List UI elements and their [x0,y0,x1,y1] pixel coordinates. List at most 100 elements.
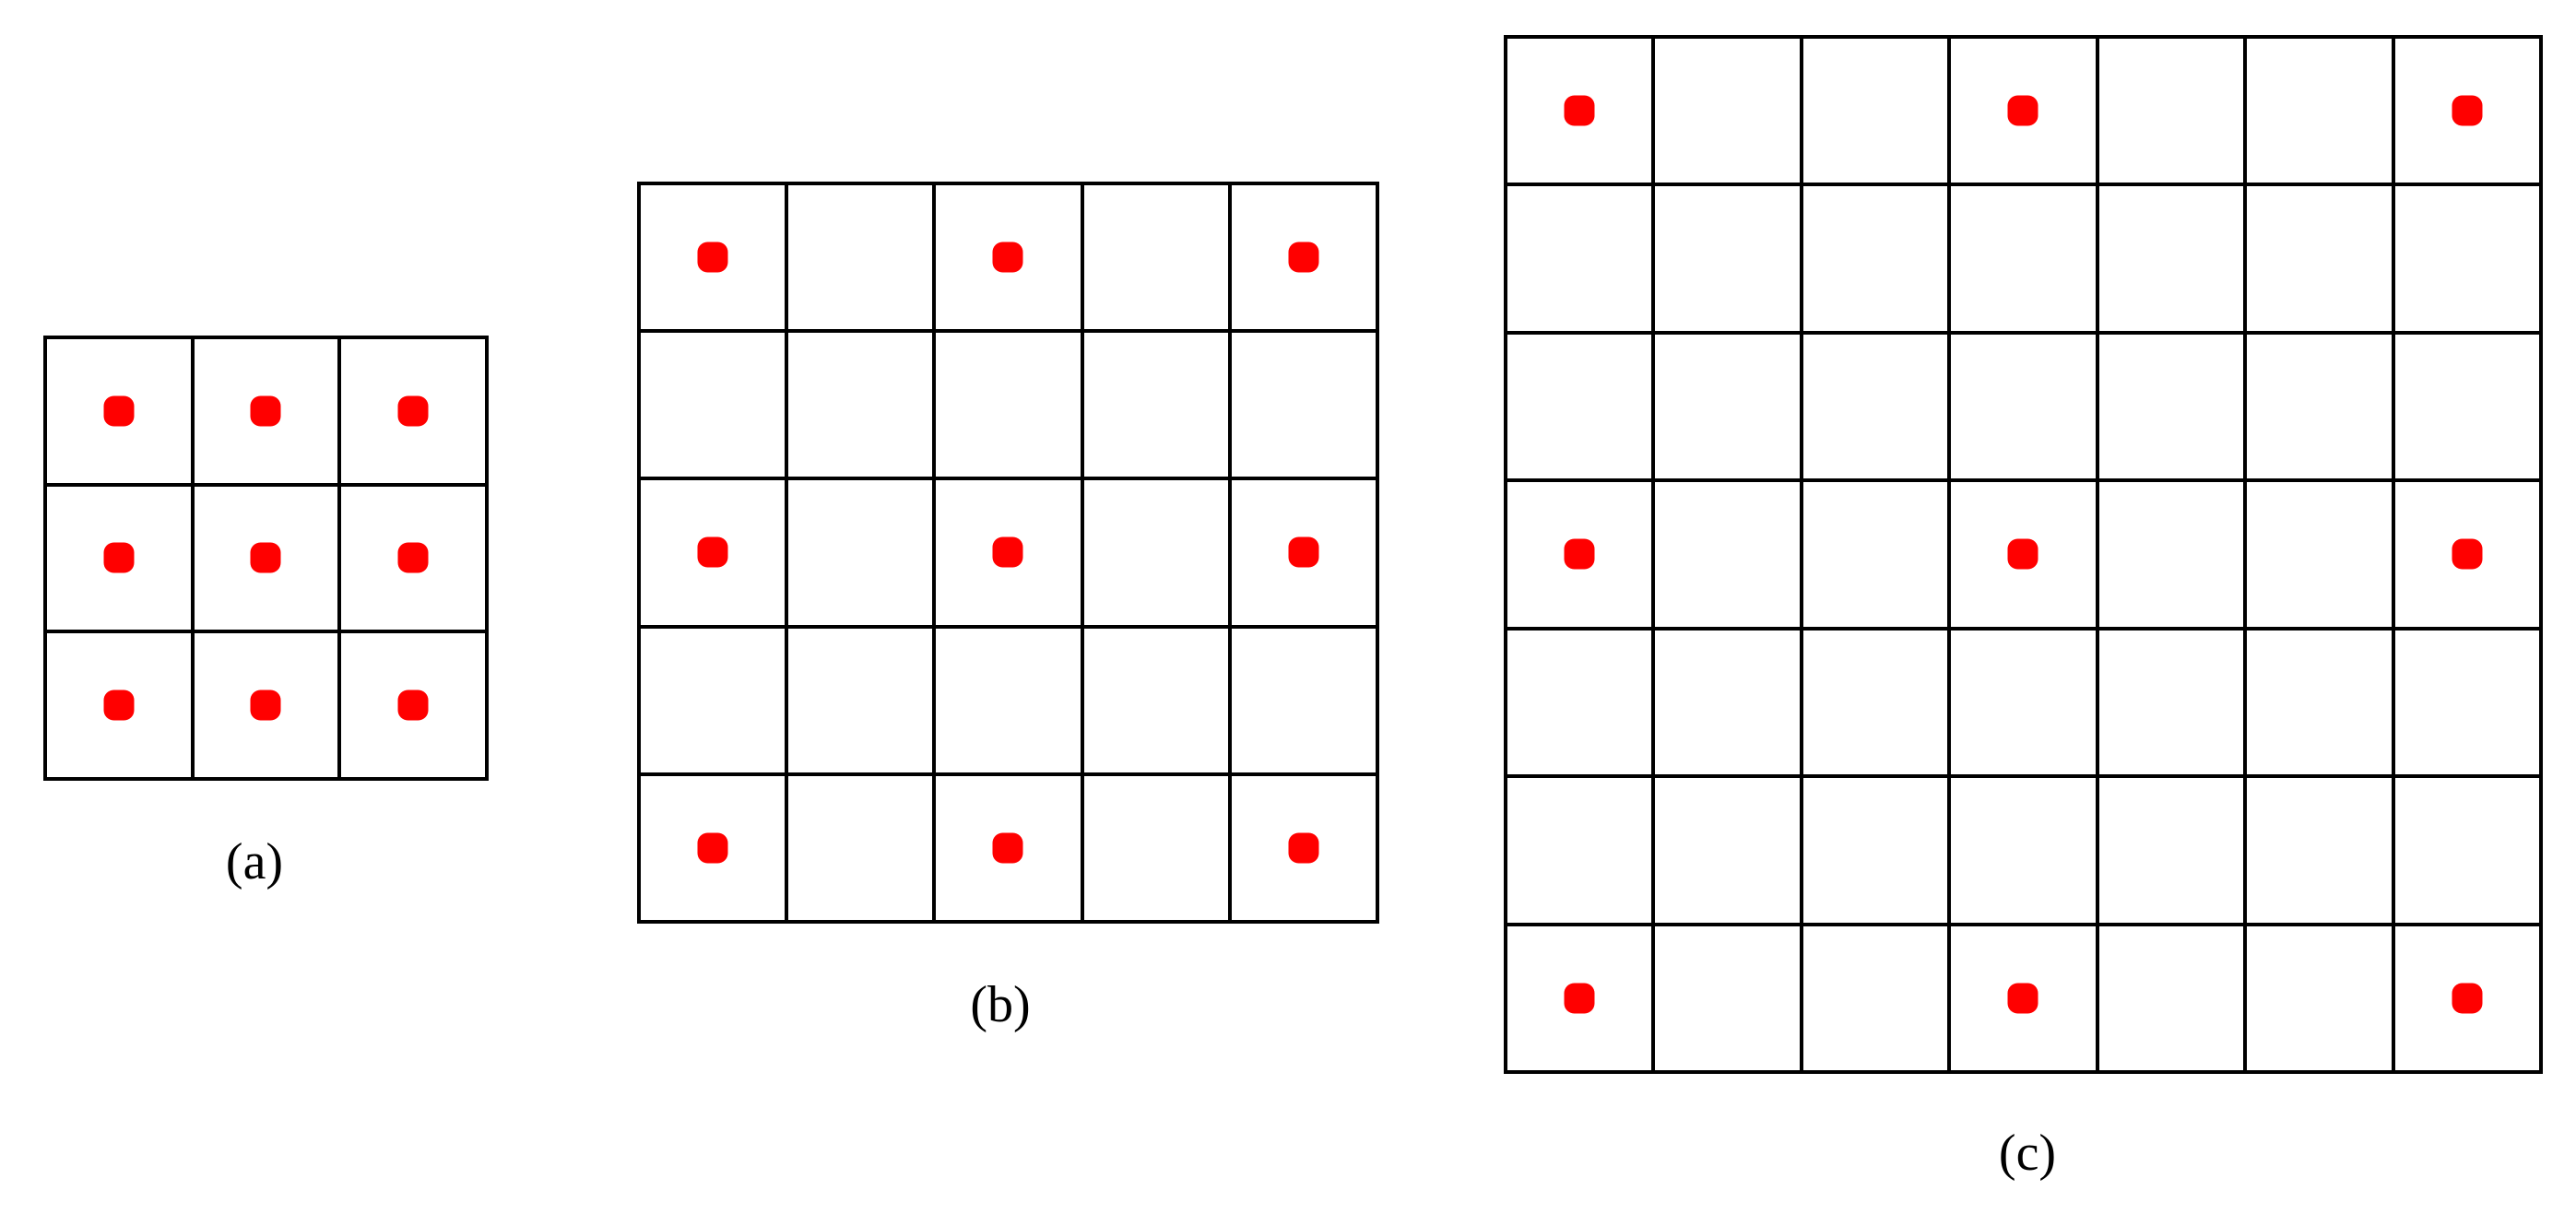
grid-cell [639,626,787,774]
grid-cell [1801,480,1950,629]
panel-c-caption: (c) [1998,1125,2057,1182]
grid-cell [1653,332,1802,481]
grid-cell [1653,480,1802,629]
grid-cell [2097,776,2246,925]
sample-point-dot [250,395,281,427]
grid-cell [786,183,935,332]
sample-point-dot [1564,95,1595,126]
grid-cell [45,631,193,779]
grid-cell [2393,37,2541,185]
grid-cell [934,773,1082,922]
grid-cell [2245,184,2393,333]
sample-point-dot [697,832,728,864]
grid-cell [1081,478,1230,627]
grid-cell [1506,924,1654,1072]
grid-cell [786,478,935,627]
grid-cell [1801,37,1950,185]
sample-point-dot [397,395,429,427]
grid-cell [1229,773,1377,922]
sample-point-dot [1564,983,1595,1014]
grid-cell [1653,628,1802,777]
grid-cell [1653,184,1802,333]
grid-cell [1229,183,1377,332]
grid-cell [2393,628,2541,777]
grid-cell [1949,628,2097,777]
grid-cell [934,331,1082,479]
grid-cell [1081,626,1230,774]
grid-cell [2097,332,2246,481]
grid-cell [2097,37,2246,185]
grid-cell [639,331,787,479]
grid-cell [1506,184,1654,333]
grid-cell [2393,480,2541,629]
sample-point-dot [697,242,728,273]
grid-cell [1081,331,1230,479]
panel-a-caption: (a) [225,833,284,890]
grid-cell [1229,626,1377,774]
grid-cell [934,478,1082,627]
grid-cell [339,337,487,485]
sample-point-dot [697,536,728,568]
grid-cell [339,484,487,632]
grid-cell [2245,776,2393,925]
grid-cell [1506,332,1654,481]
grid-cell [1081,183,1230,332]
sample-point-dot [2452,95,2483,126]
grid-cell [2097,184,2246,333]
grid-cell [1506,628,1654,777]
panel-b-caption: (b) [970,976,1031,1033]
grid-cell [1949,184,2097,333]
grid-cell [45,484,193,632]
grid-cell [1653,924,1802,1072]
grid-cell [2245,480,2393,629]
sample-point-dot [250,542,281,573]
grid-cell [1801,628,1950,777]
grid-cell [1949,480,2097,629]
grid-cell [934,183,1082,332]
grid-cell [934,626,1082,774]
grid-cell [192,631,340,779]
grid-cell [1506,37,1654,185]
grid-cell [639,183,787,332]
sample-point-dot [992,242,1023,273]
sample-point-dot [397,542,429,573]
grid-cell [1949,776,2097,925]
panel-c-grid [1504,35,2543,1074]
grid-cell [2097,480,2246,629]
grid-cell [1506,776,1654,925]
sample-point-dot [2007,95,2038,126]
sample-point-dot [1288,536,1319,568]
grid-cell [2097,628,2246,777]
grid-cell [2097,924,2246,1072]
grid-cell [2245,924,2393,1072]
grid-cell [1949,924,2097,1072]
grid-cell [1229,478,1377,627]
grid-cell [2245,37,2393,185]
grid-cell [192,484,340,632]
sample-point-dot [2007,983,2038,1014]
sample-point-dot [103,542,135,573]
grid-cell [1949,37,2097,185]
grid-cell [639,478,787,627]
grid-cell [2393,332,2541,481]
sample-point-dot [1288,242,1319,273]
sample-point-dot [397,690,429,721]
sample-point-dot [992,536,1023,568]
sample-point-dot [1288,832,1319,864]
sample-point-dot [250,690,281,721]
grid-cell [45,337,193,485]
grid-cell [192,337,340,485]
grid-cell [786,773,935,922]
grid-cell [786,626,935,774]
grid-cell [2245,332,2393,481]
sample-point-dot [103,690,135,721]
sample-point-dot [2452,983,2483,1014]
grid-cell [1506,480,1654,629]
sample-point-dot [2007,538,2038,570]
grid-cell [2393,184,2541,333]
grid-cell [1653,37,1802,185]
grid-cell [1949,332,2097,481]
panel-a-grid [43,336,489,781]
grid-cell [639,773,787,922]
panel-b-grid [637,182,1379,924]
